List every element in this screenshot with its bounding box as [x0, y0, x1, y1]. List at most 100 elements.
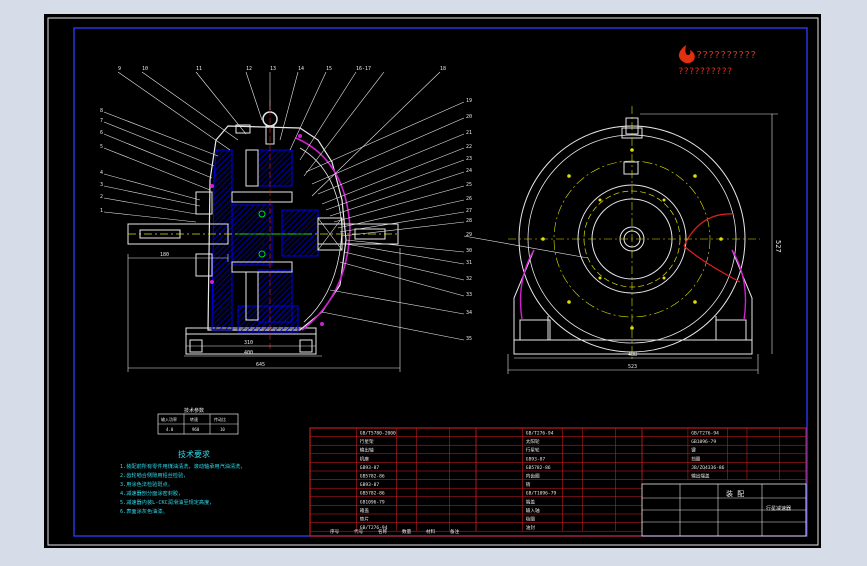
bom-footer-cell: 数量 — [402, 528, 412, 535]
leader-label: 25 — [466, 182, 472, 188]
bom-cell: 输出轴 — [360, 447, 374, 454]
section-dimensions — [127, 248, 401, 372]
leader-label: 28 — [466, 218, 472, 224]
bom-cell: 垫片 — [360, 516, 370, 523]
leader-label: 22 — [466, 144, 472, 150]
dim-base-width-2: 400 — [244, 350, 253, 356]
leader-label: 32 — [466, 276, 472, 282]
bom-cell: JB/ZQ4336-86 — [691, 465, 724, 471]
leader-label: 12 — [246, 66, 252, 72]
bom-cell: GB1096-79 — [360, 499, 385, 505]
leader-label: 1 — [100, 208, 103, 214]
dim-base-width-1: 310 — [244, 340, 253, 346]
dim-end-width-2: 523 — [628, 364, 637, 370]
leader-lines — [103, 71, 589, 341]
logo-line-2: ?????????? — [678, 67, 732, 77]
bom-cell: GB93-87 — [360, 482, 380, 488]
leader-label: 19 — [466, 98, 472, 104]
bom-cell: 键 — [691, 447, 696, 454]
end-view — [508, 106, 760, 360]
bom-footer-cell: 材料 — [426, 528, 436, 535]
logo: ?????????? ?????????? — [678, 45, 756, 77]
leader-label: 8 — [100, 108, 103, 114]
bom-cell: 太阳轮 — [526, 438, 540, 445]
leader-label: 26 — [466, 196, 472, 202]
spec-table-heading: 技术参数 — [184, 407, 204, 414]
bom-cell: 行星轮 — [526, 447, 540, 454]
bom-cell: GB/T5780-2000 — [360, 431, 396, 437]
spec-table: 技术参数 输入功率 转速 传动比 4.0 960 10 — [157, 407, 239, 435]
bom-cell: 输入轴 — [526, 507, 540, 514]
leader-label: 29 — [466, 232, 472, 238]
end-view-bolts — [541, 148, 723, 330]
leader-label: 6 — [100, 130, 103, 136]
title-block-drawing-no: 行星减速器 — [766, 505, 791, 512]
leader-label: 2 — [100, 194, 103, 200]
leader-label: 7 — [100, 118, 103, 124]
flame-icon — [678, 45, 695, 64]
title-block-title: 装 配 — [726, 489, 744, 498]
bom-cell: GB/T276-94 — [691, 431, 719, 437]
dim-base-width-3: 645 — [256, 362, 265, 368]
leader-label: 13 — [270, 66, 276, 72]
note-line-2: 2.齿轮啮合侧隙用铅丝检验， — [120, 471, 189, 479]
bom-cell: 行星架 — [360, 438, 374, 445]
spec-header-3: 传动比 — [214, 416, 226, 422]
spec-value-3: 10 — [220, 427, 225, 432]
bom-cell: GB5782-86 — [526, 465, 551, 471]
leader-label: 10 — [142, 66, 148, 72]
dim-end-width-1: 488 — [628, 352, 637, 358]
bom-cell: GB5782-86 — [360, 474, 385, 480]
leader-label: 18 — [440, 66, 446, 72]
bom-cell: GB1096-79 — [691, 439, 716, 445]
bom-cell: 箱盖 — [360, 507, 370, 514]
bom-cell: 油封 — [526, 524, 536, 531]
spec-value-1: 4.0 — [166, 427, 174, 432]
bom-cell: GB/T276-94 — [360, 525, 388, 531]
bom-cell: 内齿圈 — [526, 473, 540, 480]
leader-label: 31 — [466, 260, 472, 266]
bom-cell: GB/T1096-79 — [526, 491, 557, 497]
leader-label: 34 — [466, 310, 472, 316]
bom-cell: GB5782-86 — [360, 491, 385, 497]
leader-label: 27 — [466, 208, 472, 214]
outer-frame — [47, 17, 819, 546]
leader-label: 5 — [100, 144, 103, 150]
bom-cell: GB93-87 — [526, 456, 546, 462]
bom-footer-cell: 序号 — [330, 528, 340, 535]
leader-label: 35 — [466, 336, 472, 342]
bom-cell: GB93-87 — [360, 465, 380, 471]
end-view-dimensions — [507, 113, 778, 374]
bom-footer-cell: 代号 — [354, 528, 364, 535]
sheet-background — [44, 14, 821, 548]
leader-label: 30 — [466, 248, 472, 254]
bom-footer-cell: 名称 — [378, 528, 388, 535]
bom-cell: GB/T276-94 — [526, 431, 554, 437]
leader-label: 14 — [298, 66, 304, 72]
note-line-1: 1.装配前所有零件用煤油清洗，滚动轴承用汽油清洗， — [120, 462, 246, 470]
note-line-5: 5.减速器内装L-CKC润滑油至规定高度， — [120, 498, 215, 506]
dim-shaft-length: 180 — [160, 252, 169, 258]
spec-header-2: 转速 — [190, 416, 198, 422]
leader-label: 11 — [196, 66, 202, 72]
notes-heading: 技术要求 — [178, 449, 210, 459]
logo-line-1: ?????????? — [696, 50, 756, 61]
dim-height: 527 — [774, 240, 782, 253]
bom-cell: 挡圈 — [691, 455, 701, 462]
bom-cell: 输出端盖 — [691, 473, 710, 480]
note-line-3: 3.用涂色法检验斑点， — [120, 480, 173, 488]
leader-label: 4 — [100, 170, 103, 176]
bom-cell: 端盖 — [526, 498, 536, 505]
note-line-6: 6.表面涂灰色油漆。 — [120, 507, 168, 515]
spec-header-1: 输入功率 — [161, 416, 177, 422]
leader-label: 24 — [466, 168, 472, 174]
leader-label: 23 — [466, 156, 472, 162]
bom-footer-cell: 备注 — [450, 528, 460, 535]
title-block: 装 配 行星减速器 — [641, 483, 807, 537]
leader-label: 16-17 — [356, 66, 371, 72]
bom-cell: 毡圈 — [526, 516, 536, 523]
note-line-4: 4.减速器剖分面涂密封胶， — [120, 489, 183, 497]
